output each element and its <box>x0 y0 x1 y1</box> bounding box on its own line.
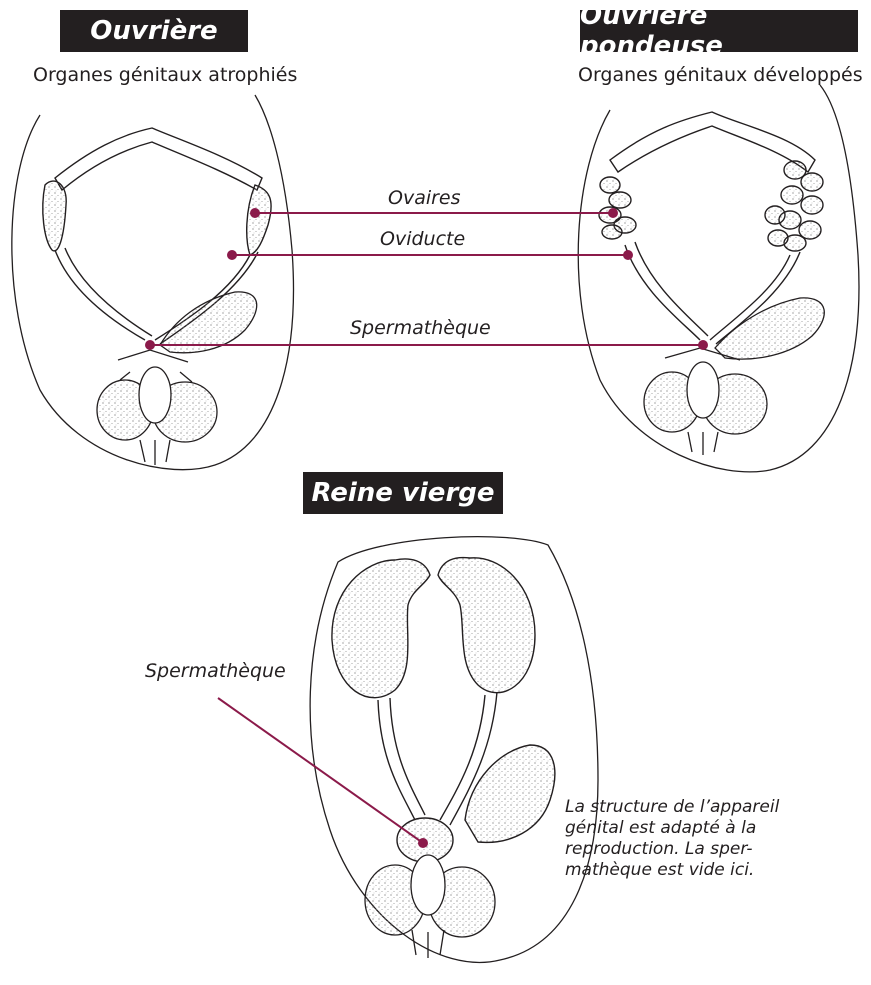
queen-sting-apparatus <box>365 855 495 958</box>
ovaries-dot-right <box>608 208 618 218</box>
caption-line-2: génital est adapté à la <box>565 818 779 839</box>
caption-line-1: La structure de l’appareil <box>565 797 779 818</box>
oviduct-dot-right <box>623 250 633 260</box>
queen-spermatheca-dot <box>418 838 428 848</box>
laying-worker-sting-apparatus <box>644 348 767 455</box>
ovaries-dot-left <box>250 208 260 218</box>
queen-ovaries <box>332 558 535 698</box>
ovaires-label: Ovaires <box>388 187 461 209</box>
worker-spermatheca-gland <box>160 292 257 353</box>
laying-worker-ovaries <box>599 112 823 251</box>
laying-worker-spermatheca-gland <box>715 298 824 359</box>
queen-caption: La structure de l’appareil génital est a… <box>565 797 779 881</box>
spermatheca-dot-left <box>145 340 155 350</box>
oviducte-label: Oviducte <box>380 228 465 250</box>
worker-sting-apparatus <box>97 350 217 465</box>
oviduct-dot-left <box>227 250 237 260</box>
caption-line-4: mathèque est vide ici. <box>565 860 779 881</box>
queen-spermatheque-label: Spermathèque <box>145 660 286 682</box>
spermatheca-dot-right <box>698 340 708 350</box>
caption-line-3: reproduction. La sper- <box>565 839 779 860</box>
spermatheque-label: Spermathèque <box>350 317 491 339</box>
worker-ovaries <box>43 128 271 255</box>
